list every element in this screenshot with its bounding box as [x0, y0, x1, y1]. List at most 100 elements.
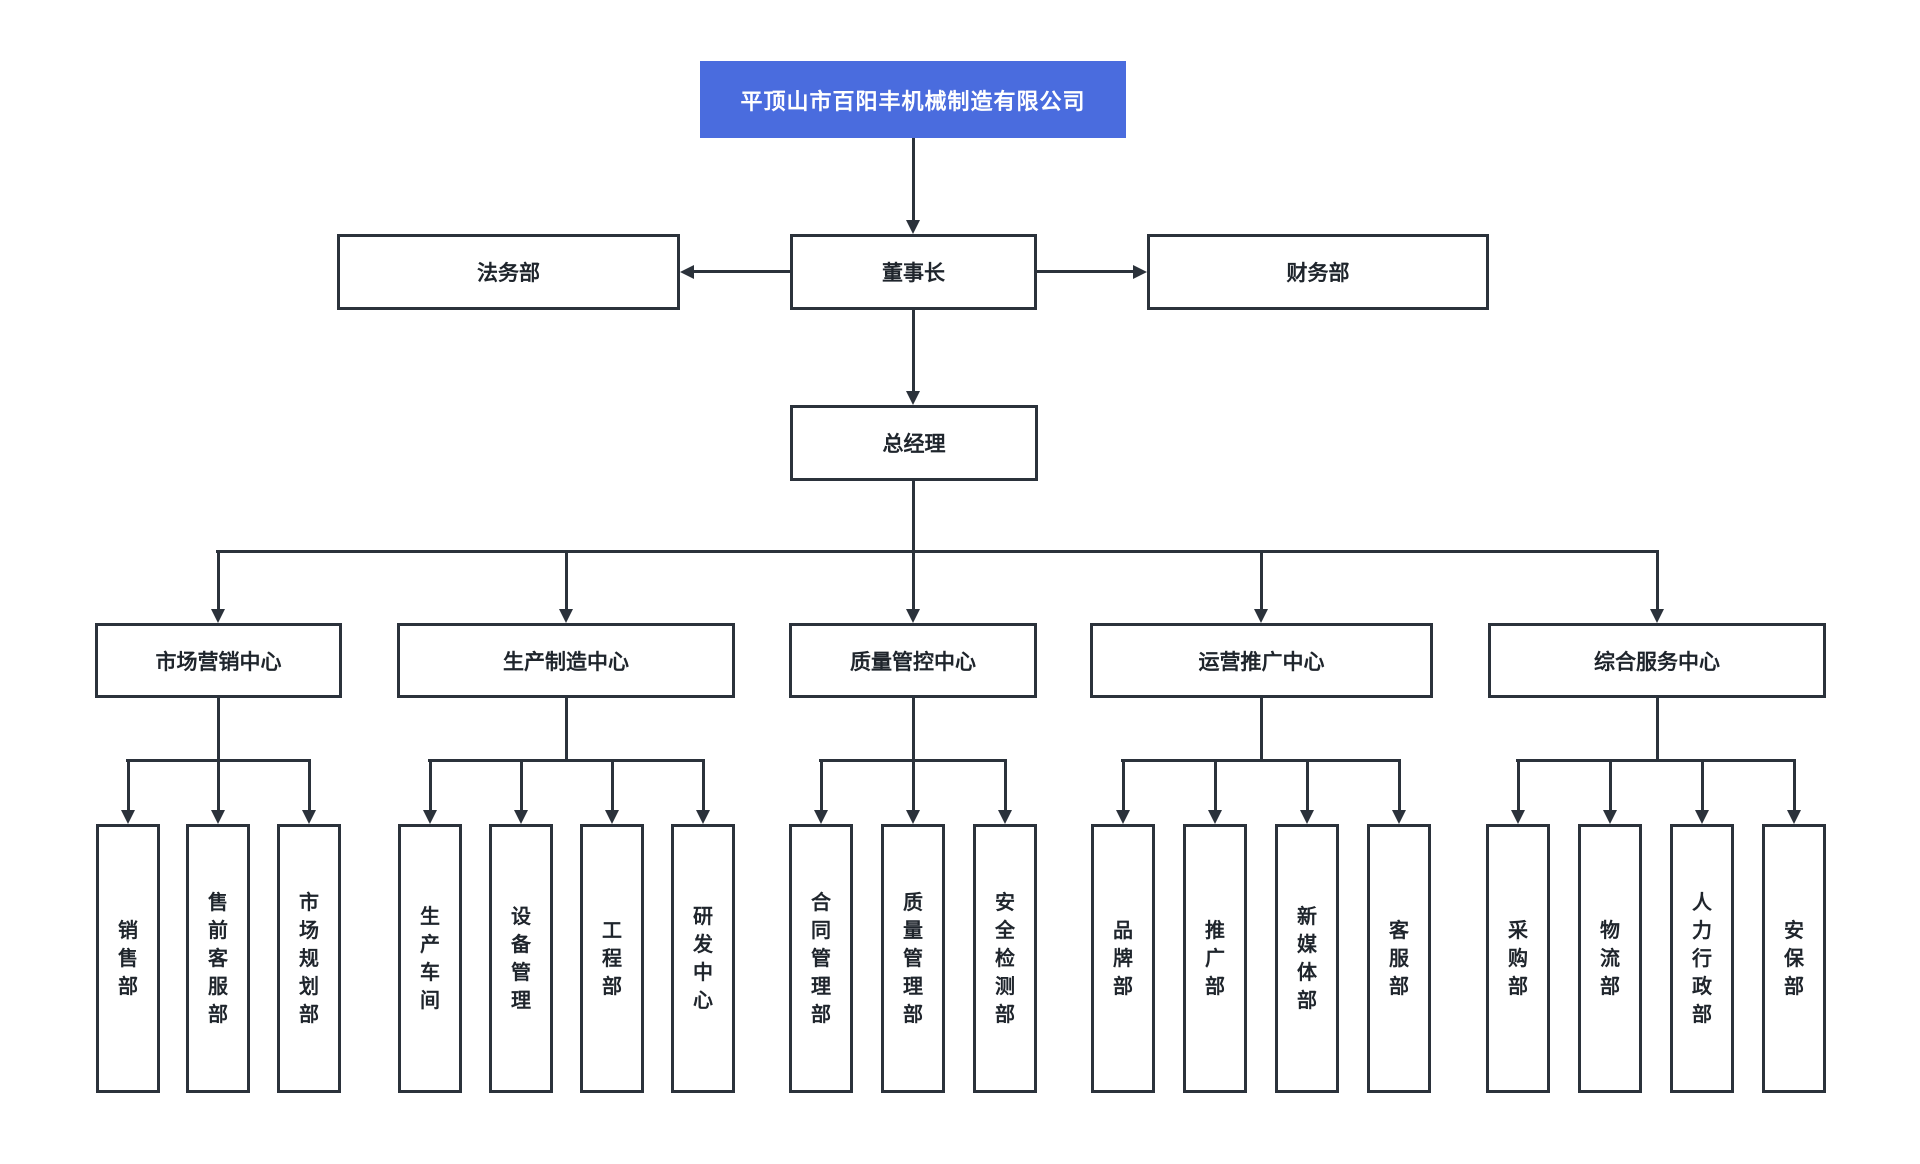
arrow-down	[605, 810, 619, 824]
node-dept-logistics: 物流部	[1578, 824, 1642, 1093]
arrow-down	[1208, 810, 1222, 824]
dept-security-label: 安保部	[1784, 919, 1804, 998]
node-general-manager: 总经理	[790, 405, 1038, 481]
arrow-down	[302, 810, 316, 824]
node-dept-security: 安保部	[1762, 824, 1826, 1093]
arrow-down-services	[1650, 609, 1664, 623]
node-dept-contract-mgmt: 合同管理部	[789, 824, 853, 1093]
node-dept-market-planning: 市场规划部	[277, 824, 341, 1093]
connector-line	[1306, 761, 1309, 811]
dept-presales-service-label: 售前客服部	[208, 891, 228, 1026]
connector-splitter-operations	[1121, 759, 1401, 762]
arrow-down-quality	[906, 609, 920, 623]
connector-chairman-legal	[694, 270, 790, 273]
arrow-down	[1695, 810, 1709, 824]
dept-new-media-label: 新媒体部	[1297, 905, 1317, 1012]
arrow-down	[814, 810, 828, 824]
connector-line	[1701, 761, 1704, 811]
connector-gm-bus	[912, 481, 915, 551]
connector-line	[1122, 761, 1125, 811]
connector-drop-production	[565, 551, 568, 609]
connector-chairman-gm	[912, 310, 915, 393]
node-dept-engineering: 工程部	[580, 824, 644, 1093]
connector-stem-marketing	[217, 698, 220, 760]
chairman-label: 董事长	[882, 262, 945, 285]
node-dept-hr-admin: 人力行政部	[1670, 824, 1734, 1093]
dept-logistics-label: 物流部	[1600, 919, 1620, 998]
arrow-down	[1787, 810, 1801, 824]
center-services-label: 综合服务中心	[1594, 650, 1720, 674]
connector-line	[429, 761, 432, 811]
arrow-down	[696, 810, 710, 824]
connector-drop-quality	[912, 551, 915, 609]
arrow-down-chairman	[906, 220, 920, 234]
legal-dept-label: 法务部	[477, 262, 540, 285]
connector-drop-marketing	[217, 551, 220, 609]
connector-line	[520, 761, 523, 811]
node-dept-equipment-mgmt: 设备管理	[489, 824, 553, 1093]
dept-sales-label: 销售部	[118, 919, 138, 998]
connector-line	[1214, 761, 1217, 811]
connector-line	[217, 761, 220, 811]
dept-hr-admin-label: 人力行政部	[1692, 891, 1712, 1026]
connector-line	[127, 761, 130, 811]
node-dept-procurement: 采购部	[1486, 824, 1550, 1093]
arrow-down-marketing	[211, 609, 225, 623]
node-center-marketing: 市场营销中心	[95, 623, 342, 698]
connector-line	[1398, 761, 1401, 811]
connector-drop-services	[1656, 551, 1659, 609]
arrow-down-production	[559, 609, 573, 623]
arrow-down	[1511, 810, 1525, 824]
dept-customer-service-label: 客服部	[1389, 919, 1409, 998]
center-production-label: 生产制造中心	[503, 650, 629, 674]
arrow-down	[1116, 810, 1130, 824]
connector-line	[820, 761, 823, 811]
dept-engineering-label: 工程部	[602, 919, 622, 998]
connector-line	[702, 761, 705, 811]
node-dept-new-media: 新媒体部	[1275, 824, 1339, 1093]
node-finance-dept: 财务部	[1147, 234, 1489, 310]
dept-safety-inspection-label: 安全检测部	[995, 891, 1015, 1026]
arrow-down	[998, 810, 1012, 824]
dept-rnd-center-label: 研发中心	[693, 905, 713, 1012]
dept-brand-label: 品牌部	[1113, 919, 1133, 998]
arrow-down	[906, 810, 920, 824]
connector-stem-operations	[1260, 698, 1263, 760]
connector-line	[308, 761, 311, 811]
connector-line	[611, 761, 614, 811]
connector-line	[1793, 761, 1796, 811]
center-operations-label: 运营推广中心	[1198, 650, 1325, 674]
node-dept-quality-mgmt: 质量管理部	[881, 824, 945, 1093]
connector-stem-quality	[912, 698, 915, 760]
node-legal-dept: 法务部	[337, 234, 680, 310]
arrow-down	[1603, 810, 1617, 824]
connector-line	[1517, 761, 1520, 811]
node-chairman: 董事长	[790, 234, 1037, 310]
arrow-down-gm	[906, 391, 920, 405]
dept-production-workshop-label: 生产车间	[420, 905, 440, 1012]
arrow-down-operations	[1254, 609, 1268, 623]
node-dept-production-workshop: 生产车间	[398, 824, 462, 1093]
dept-quality-mgmt-label: 质量管理部	[903, 891, 923, 1026]
node-dept-safety-inspection: 安全检测部	[973, 824, 1037, 1093]
node-center-production: 生产制造中心	[397, 623, 735, 698]
node-dept-rnd-center: 研发中心	[671, 824, 735, 1093]
arrow-down	[514, 810, 528, 824]
connector-splitter-services	[1516, 759, 1796, 762]
connector-company-chairman	[912, 138, 915, 222]
arrow-down	[211, 810, 225, 824]
arrow-down	[1392, 810, 1406, 824]
connector-drop-operations	[1260, 551, 1263, 609]
node-dept-presales-service: 售前客服部	[186, 824, 250, 1093]
node-dept-sales: 销售部	[96, 824, 160, 1093]
node-center-operations: 运营推广中心	[1090, 623, 1433, 698]
dept-promotion-label: 推广部	[1205, 919, 1225, 998]
finance-dept-label: 财务部	[1286, 262, 1350, 285]
arrow-down	[423, 810, 437, 824]
node-company-root: 平顶山市百阳丰机械制造有限公司	[700, 61, 1126, 138]
node-center-services: 综合服务中心	[1488, 623, 1826, 698]
connector-splitter-quality	[819, 759, 1007, 762]
general-manager-label: 总经理	[882, 433, 946, 456]
connector-line	[1609, 761, 1612, 811]
